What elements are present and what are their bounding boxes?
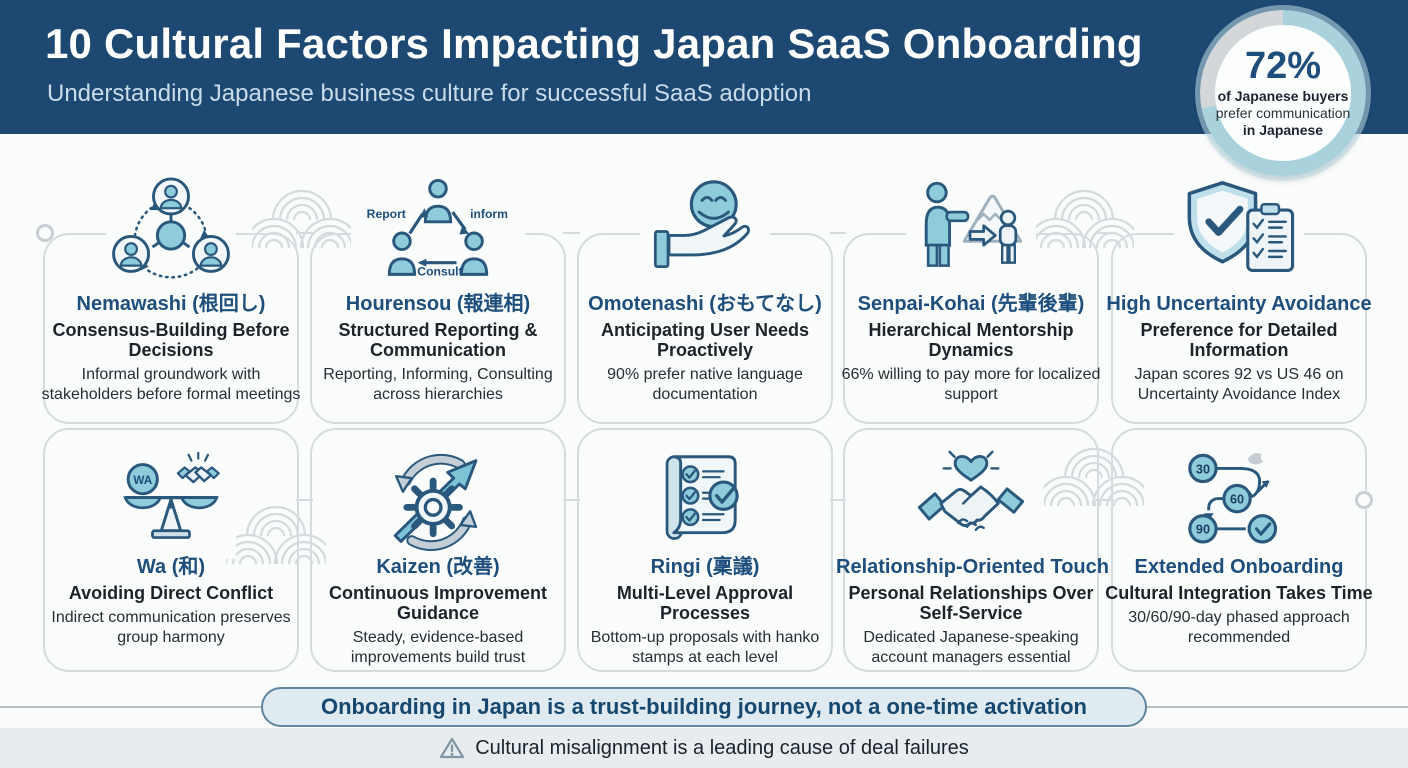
badge-line1: of Japanese buyers <box>1217 88 1349 105</box>
card-description: Japan scores 92 vs US 46 on Uncertainty … <box>1134 366 1344 403</box>
svg-text:WA: WA <box>133 474 152 487</box>
card-title: Ringi (稟議) <box>650 556 760 578</box>
card-title: Hourensou (報連相) <box>345 293 531 315</box>
card-subtitle: Hierarchical Mentorship Dynamics <box>868 320 1074 361</box>
path-connector <box>296 499 313 501</box>
card-title: Extended Onboarding <box>1134 556 1344 578</box>
card-subtitle: Multi-Level Approval Processes <box>616 583 794 624</box>
svg-text:Report: Report <box>367 207 406 221</box>
card-subtitle: Avoiding Direct Conflict <box>68 583 274 603</box>
card-hourensou: Hourensou (報連相) Structured Reporting & C… <box>303 293 573 404</box>
card-subtitle: Continuous Improvement Guidance <box>328 583 547 624</box>
warning-icon <box>440 737 465 759</box>
card-description: Steady, evidence-based improvements buil… <box>350 629 526 666</box>
card-subtitle: Anticipating User Needs Proactively <box>600 320 810 361</box>
shield-checklist-icon <box>1174 177 1304 289</box>
card-omotenashi: Omotenashi (おもてなし) Anticipating User Nee… <box>570 293 840 404</box>
card-subtitle: Personal Relationships Over Self-Service <box>848 583 1094 624</box>
card-title: Senpai-Kohai (先輩後輩) <box>857 293 1085 315</box>
hourensou-triangle-icon: Report inform Consult <box>351 177 525 289</box>
svg-text:30: 30 <box>1196 462 1210 476</box>
path-start-circle <box>36 224 54 242</box>
card-title: Wa (和) <box>136 556 206 578</box>
page-subtitle: Understanding Japanese business culture … <box>47 80 812 107</box>
seigaiha-wave-ornament <box>1044 447 1144 506</box>
badge-ring: 72% of Japanese buyers prefer communicat… <box>1200 10 1366 176</box>
card-nemawashi: Nemawashi (根回し) Consensus-Building Befor… <box>36 293 306 404</box>
path-connector <box>296 232 313 234</box>
card-subtitle: Preference for Detailed Information <box>1140 320 1338 361</box>
card-subtitle: Consensus-Building Before Decisions <box>52 320 290 361</box>
card-uncertainty-avoidance: High Uncertainty Avoidance Preference fo… <box>1104 293 1374 404</box>
card-title: High Uncertainty Avoidance <box>1106 293 1372 315</box>
card-title: Omotenashi (おもてなし) <box>588 293 822 315</box>
badge-line3: in Japanese <box>1242 121 1324 138</box>
balance-scale-icon: WA <box>106 447 236 559</box>
stat-badge: 72% of Japanese buyers prefer communicat… <box>1215 25 1351 161</box>
card-description: Dedicated Japanese-speaking account mana… <box>863 629 1079 666</box>
phased-timeline-icon: 30 60 90 <box>1174 447 1304 559</box>
card-description: 66% willing to pay more for localized su… <box>841 366 1101 403</box>
footer-band: Cultural misalignment is a leading cause… <box>0 728 1408 768</box>
card-extended-onboarding: Extended Onboarding Cultural Integration… <box>1104 556 1374 647</box>
footer-text: Cultural misalignment is a leading cause… <box>475 736 969 759</box>
card-kaizen: Kaizen (改善) Continuous Improvement Guida… <box>303 556 573 667</box>
path-connector <box>830 499 846 501</box>
path-connector <box>1096 232 1114 234</box>
path-connector <box>1096 499 1114 501</box>
handshake-heart-icon <box>906 447 1036 559</box>
card-subtitle: Structured Reporting & Communication <box>338 320 538 361</box>
senpai-kohai-mentor-icon <box>906 177 1036 289</box>
card-relationship: Relationship-Oriented Touch Personal Rel… <box>836 556 1109 667</box>
path-connector <box>563 499 580 501</box>
card-wa: Wa (和) Avoiding Direct Conflict Indirect… <box>36 556 306 647</box>
svg-text:60: 60 <box>1230 492 1244 506</box>
svg-text:90: 90 <box>1196 523 1210 537</box>
badge-line2: prefer communication <box>1215 105 1351 122</box>
card-description: Reporting, Informing, Consulting across … <box>323 366 553 403</box>
card-description: 30/60/90-day phased approach recommended <box>1128 609 1350 646</box>
svg-text:inform: inform <box>470 207 508 221</box>
path-connector <box>830 232 846 234</box>
card-outline <box>843 428 1099 672</box>
card-description: 90% prefer native language documentation <box>607 366 803 403</box>
card-outline <box>577 428 833 672</box>
kaizen-gear-arrows-icon <box>373 447 503 559</box>
nemawashi-cycle-icon <box>106 177 236 289</box>
header-band: 10 Cultural Factors Impacting Japan SaaS… <box>0 0 1408 134</box>
card-outline <box>310 428 566 672</box>
page-title: 10 Cultural Factors Impacting Japan SaaS… <box>45 20 1143 67</box>
svg-text:Consult: Consult <box>417 264 462 278</box>
omotenashi-hand-icon <box>640 177 770 289</box>
key-message-banner: Onboarding in Japan is a trust-building … <box>261 687 1147 727</box>
badge-value: 72% <box>1244 45 1322 88</box>
card-title: Nemawashi (根回し) <box>76 293 266 315</box>
card-title: Relationship-Oriented Touch <box>836 556 1109 578</box>
card-description: Informal groundwork with stakeholders be… <box>41 366 301 403</box>
card-description: Indirect communication preserves group h… <box>51 609 291 646</box>
card-subtitle: Cultural Integration Takes Time <box>1105 583 1373 603</box>
card-ringi: Ringi (稟議) Multi-Level Approval Processe… <box>570 556 840 667</box>
card-senpai-kohai: Senpai-Kohai (先輩後輩) Hierarchical Mentors… <box>836 293 1106 404</box>
card-description: Bottom-up proposals with hanko stamps at… <box>590 629 820 666</box>
card-title: Kaizen (改善) <box>376 556 500 578</box>
path-connector <box>563 232 580 234</box>
ringi-scroll-approval-icon <box>640 447 770 559</box>
card-outline <box>43 428 299 672</box>
path-end-circle <box>1355 491 1373 509</box>
card-outline <box>1111 428 1367 672</box>
banner-text: Onboarding in Japan is a trust-building … <box>321 694 1087 719</box>
